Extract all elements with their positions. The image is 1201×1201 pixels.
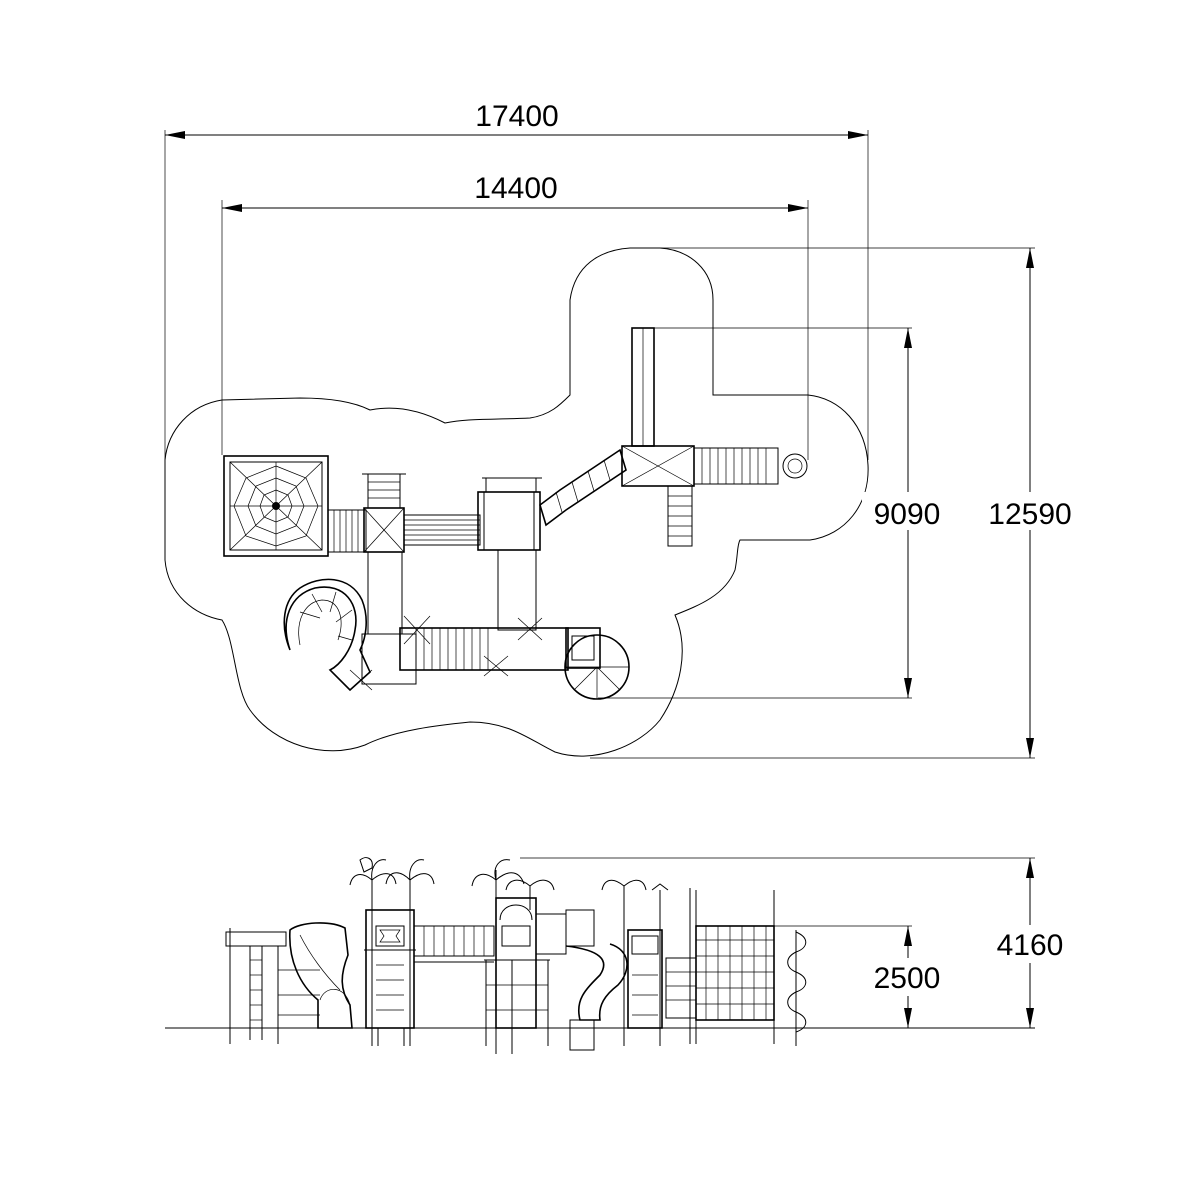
net-tower: [223, 455, 329, 557]
dimension-label-9090: 9090: [874, 498, 941, 531]
left-tower: [364, 909, 416, 1046]
right-tower: [601, 879, 669, 1046]
center-tower-elevation: [471, 859, 555, 1054]
climbing-frame: [225, 928, 320, 1044]
dimension-inner-width: 14400: [221, 172, 809, 460]
ladder-tower: [665, 888, 697, 1044]
spiral-climber: [787, 930, 807, 1046]
dimension-overall-width: 17400: [164, 100, 869, 460]
tube-slide-side: [289, 922, 353, 1029]
dimension-platform-height: 2500: [700, 925, 954, 1028]
center-tower: [477, 477, 542, 551]
safety-zone-outline: [164, 247, 869, 757]
plan-view: 17400 14400 9090: [164, 100, 1082, 759]
dimension-inner-depth: 9090: [598, 327, 954, 699]
dimension-label-12590: 12590: [988, 498, 1071, 531]
tube-slide-diagonal: [539, 448, 627, 527]
dimension-label-17400: 17400: [475, 100, 558, 133]
lower-walkway: [361, 549, 569, 685]
dimension-overall-depth: 12590: [590, 247, 1082, 759]
dimension-label-14400: 14400: [474, 172, 557, 205]
bridge-middle: [403, 514, 481, 546]
bridge-elevation: [413, 925, 495, 963]
dimension-total-height: 4160: [520, 857, 1082, 1028]
central-platform: [362, 473, 406, 553]
upper-right-platform: [621, 327, 808, 547]
bridge-left: [327, 509, 367, 553]
elevation-view: 4160 2500: [165, 857, 1082, 1054]
palm-tree-icon: [349, 857, 435, 1046]
round-platform: [564, 627, 630, 700]
dimension-label-2500: 2500: [874, 962, 941, 995]
spiral-slide: [283, 578, 373, 692]
dimension-label-4160: 4160: [997, 929, 1064, 962]
slide-tower: [535, 909, 628, 1051]
net-climber: [695, 890, 775, 1044]
